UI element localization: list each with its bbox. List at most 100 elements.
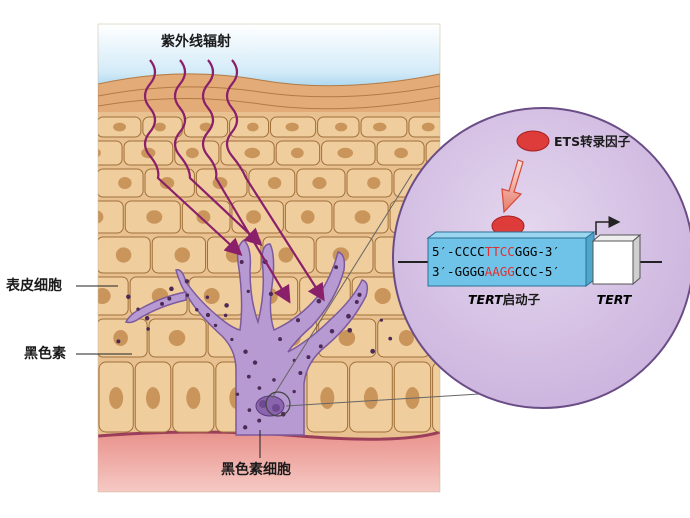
zoom-connector <box>265 173 513 417</box>
cell-nucleus <box>421 122 435 132</box>
melanin-granule <box>213 323 218 328</box>
melanin-granule <box>370 348 376 354</box>
melanin-granule <box>318 344 323 349</box>
melanin-granule <box>205 312 211 318</box>
uv-rays <box>143 59 325 304</box>
cell-nucleus <box>203 288 220 304</box>
top-suffix: GGG-3′ <box>515 244 560 259</box>
cell-nucleus <box>146 210 163 224</box>
cell-nucleus <box>338 330 356 346</box>
dermis <box>98 432 440 492</box>
melanin-granule <box>272 378 276 382</box>
cell-nucleus <box>118 177 132 189</box>
tert-promoter-suffix: 启动子 <box>503 292 541 307</box>
melanin-granule <box>144 315 150 321</box>
cell-nucleus <box>373 122 387 132</box>
melanin-granule <box>136 307 140 311</box>
melanin-granule <box>185 293 190 297</box>
melanin-granule <box>295 318 301 323</box>
melanin-granule <box>230 337 234 342</box>
melanin-granule <box>239 260 244 264</box>
zoom-target-circle <box>265 391 291 417</box>
melanin-granule <box>195 308 199 312</box>
keratinocyte-cell <box>98 200 124 234</box>
cell-nucleus <box>285 122 299 132</box>
melanin-granule <box>205 295 210 299</box>
cell-nucleus <box>447 387 461 409</box>
cell-nucleus <box>146 387 161 409</box>
cell-nucleus <box>374 288 391 304</box>
melanin-granule <box>160 301 165 306</box>
cell-nucleus <box>398 330 414 346</box>
uv-ray-1 <box>143 59 243 256</box>
cell-nucleus <box>337 147 354 159</box>
melanin-granule <box>257 386 262 390</box>
melanin-granule <box>246 289 250 293</box>
top-mutation: TTCC <box>485 244 515 259</box>
cell-nucleus <box>363 387 378 409</box>
melanin-granule <box>246 374 251 379</box>
cell-nucleus <box>174 247 191 263</box>
transcription-start-arrow <box>595 216 621 235</box>
melanin-granule <box>316 298 322 304</box>
skin-cross-section <box>98 24 461 492</box>
melanin-granule <box>252 360 258 365</box>
melanin-granule <box>347 327 353 333</box>
uv-ray-2 <box>173 59 263 247</box>
melanin-granule <box>126 294 131 300</box>
top-prefix: 5′-CCCC <box>432 244 485 259</box>
cell-nucleus <box>278 247 294 263</box>
melanin-granule <box>268 291 274 297</box>
cell-nucleus <box>335 122 348 132</box>
cell-nucleus <box>185 147 199 159</box>
cell-nucleus <box>98 210 104 224</box>
melanin-granule <box>242 425 248 430</box>
cell-nucleus <box>367 177 381 189</box>
ets-protein-top <box>516 130 550 152</box>
cell-nucleus <box>320 387 335 409</box>
tert-gene-label: TERT <box>597 292 633 307</box>
cell-nucleus <box>196 210 211 224</box>
melanin-granule <box>306 355 311 360</box>
melanin-granule <box>169 286 174 292</box>
keratinocyte-cell <box>98 140 123 166</box>
melanin-granule <box>146 327 150 331</box>
cell-nucleus <box>109 387 124 409</box>
cell-nucleus <box>98 148 101 158</box>
binding-arrow <box>501 159 524 214</box>
melanin-granule <box>357 292 362 297</box>
cell-nucleus <box>159 177 175 189</box>
melanin-granule <box>257 418 262 423</box>
cell-nucleus <box>246 210 262 224</box>
cell-nucleus <box>394 147 408 159</box>
cell-nucleus <box>115 247 132 263</box>
cell-nucleus <box>244 147 260 159</box>
zoom-circle <box>392 107 690 409</box>
bottom-suffix: CCC-5′ <box>515 264 560 279</box>
cell-nucleus <box>186 387 201 409</box>
tert-promoter-label: TERT启动子 <box>468 292 541 307</box>
uv-radiation-label: 紫外线辐射 <box>161 33 231 50</box>
melanin-granule <box>292 389 296 394</box>
melanin-granule <box>167 296 172 301</box>
tert-promoter-italic: TERT <box>468 292 504 307</box>
promoter-top-strand: 5′-CCCCTTCCGGG-3′ <box>432 244 560 259</box>
melanin-granule <box>184 279 190 284</box>
melanin-granule <box>224 303 229 308</box>
tert-gene-box <box>591 233 642 286</box>
melanin-granule <box>223 313 228 318</box>
cell-nucleus <box>354 210 371 224</box>
melanin-granule <box>247 408 252 412</box>
melanin-granule <box>346 313 351 319</box>
cell-nucleus <box>247 122 259 132</box>
cell-nucleus <box>267 177 282 189</box>
cell-nucleus <box>312 177 327 189</box>
melanin-granule <box>388 336 393 341</box>
melanin-granule <box>329 328 335 334</box>
cell-nucleus <box>113 122 126 132</box>
melanin-granule <box>334 265 338 270</box>
cell-nucleus <box>113 330 128 346</box>
cell-nucleus <box>300 210 315 224</box>
uv-ray-3 <box>201 59 291 304</box>
melanin-granule <box>243 349 248 354</box>
